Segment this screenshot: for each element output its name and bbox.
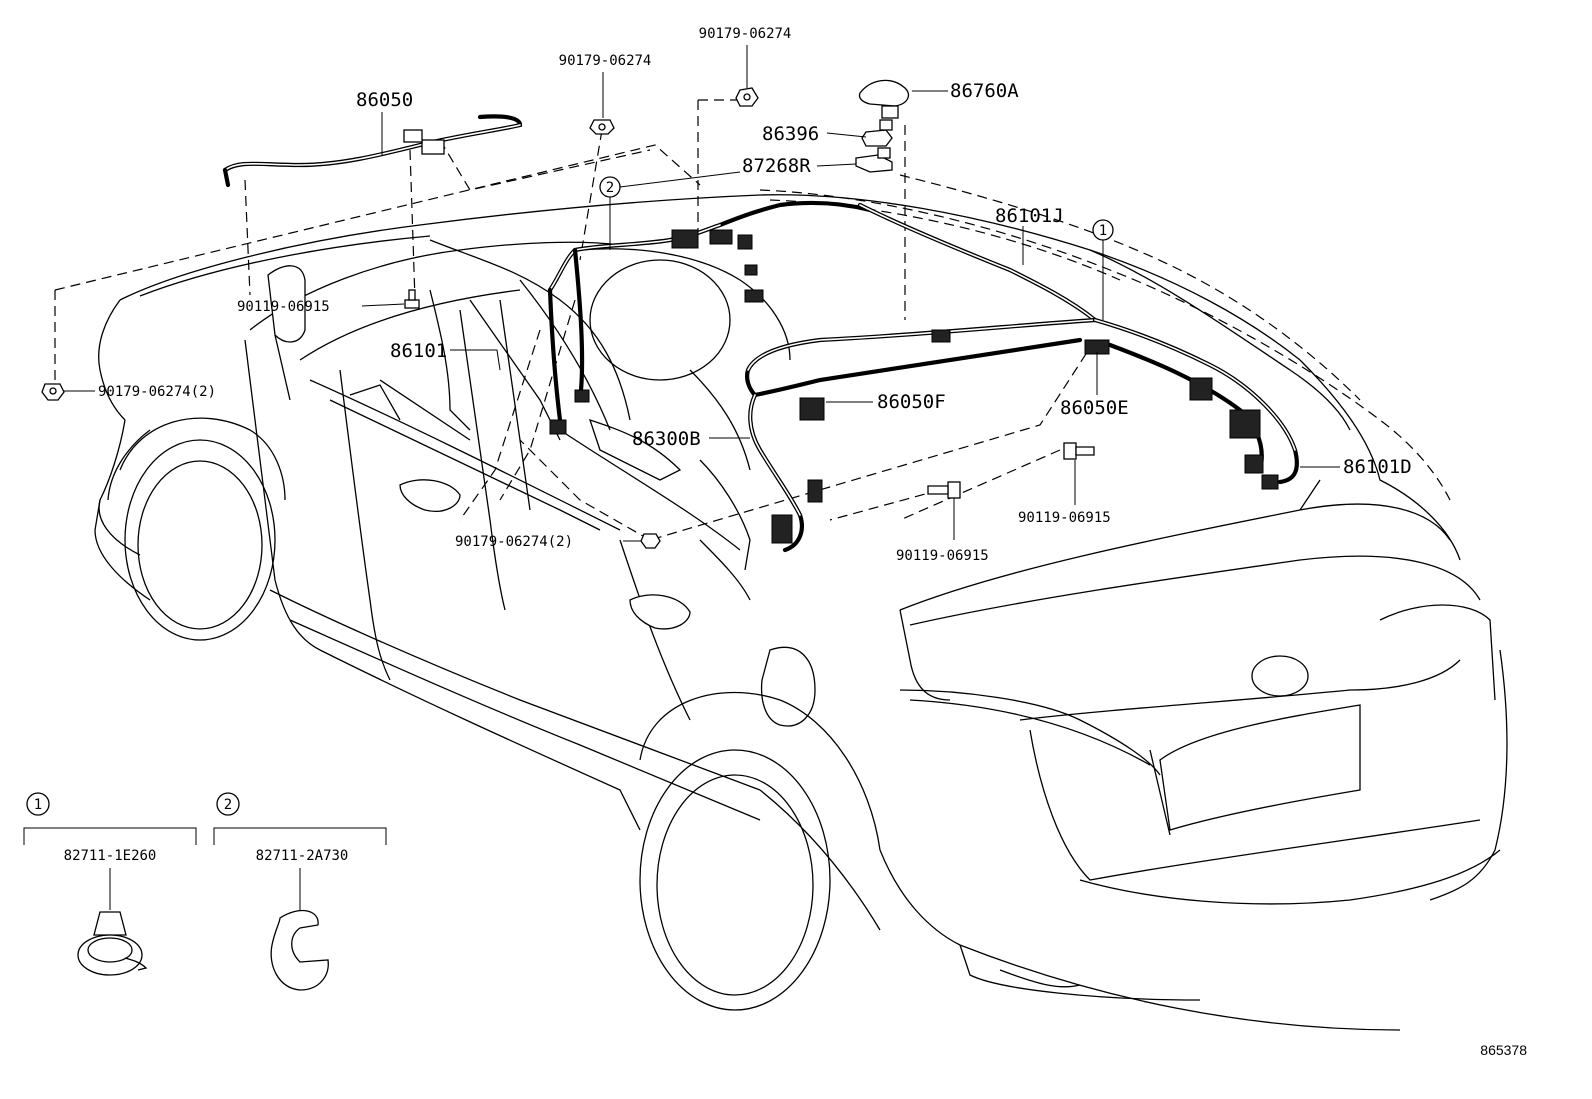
label-86300B: 86300B (632, 428, 701, 450)
label-86050: 86050 (356, 89, 413, 111)
harness-86050 (222, 114, 523, 188)
legend-item-2: 2 82711-2A730 (213, 792, 387, 991)
label-bolt-left: 90119-06915 (237, 299, 330, 315)
harness-86101 (547, 200, 873, 435)
label-bolt-center: 90119-06915 (896, 548, 989, 564)
bolt-90119-left-icon (404, 289, 420, 309)
harness-86300B (748, 337, 1083, 553)
diagram-number: 865378 (1480, 1042, 1527, 1058)
label-86050F: 86050F (877, 391, 946, 413)
label-nut-top-left: 90179-06274 (559, 53, 652, 69)
clip-82711-2A730-icon (270, 909, 329, 991)
label-87268R: 87268R (742, 155, 811, 177)
fasteners (41, 87, 1095, 549)
svg-text:2: 2 (606, 180, 614, 196)
label-86101J: 86101J (995, 205, 1064, 227)
harness-86101D (1084, 317, 1299, 490)
label-86050E: 86050E (1060, 397, 1129, 419)
nut-90179-top-left-icon (589, 119, 615, 135)
dashed-leader-lines (54, 99, 1361, 541)
label-bolt-right: 90119-06915 (1018, 510, 1111, 526)
part-labels: 90179-06274 90179-06274 86050 86760A 863… (98, 26, 1412, 564)
label-nut-left: 90179-06274(2) (98, 384, 216, 400)
callout-1-top: 1 (1092, 219, 1114, 320)
harness-86101J (745, 202, 1098, 398)
label-86101D: 86101D (1343, 456, 1412, 478)
bracket-87268R-icon (855, 147, 893, 173)
svg-text:1: 1 (34, 797, 42, 813)
car-body-outline (94, 189, 1508, 1031)
label-86101: 86101 (390, 340, 447, 362)
bolt-90119-right-icon (1063, 442, 1095, 460)
bolt-90119-center-icon (927, 481, 961, 499)
callout-2-top: 2 (599, 171, 741, 250)
legend-item-1: 1 82711-1E260 (23, 792, 197, 976)
nut-90179-center-icon (640, 533, 661, 549)
nut-90179-top-right-icon (735, 87, 759, 107)
svg-text:1: 1 (1099, 223, 1107, 239)
label-86396: 86396 (762, 123, 819, 145)
legend-part-2: 82711-2A730 (256, 848, 349, 864)
clip-82711-1E260-icon (77, 911, 148, 976)
label-nut-top-right: 90179-06274 (699, 26, 792, 42)
nut-90179-left-icon (41, 383, 65, 401)
svg-text:2: 2 (224, 797, 232, 813)
gasket-86396-icon (861, 119, 893, 147)
label-nut-center: 90179-06274(2) (455, 534, 573, 550)
antenna-86760A-icon (858, 79, 909, 119)
label-86760A: 86760A (950, 80, 1019, 102)
label-leaders (64, 45, 1340, 542)
legend-part-1: 82711-1E260 (64, 848, 157, 864)
